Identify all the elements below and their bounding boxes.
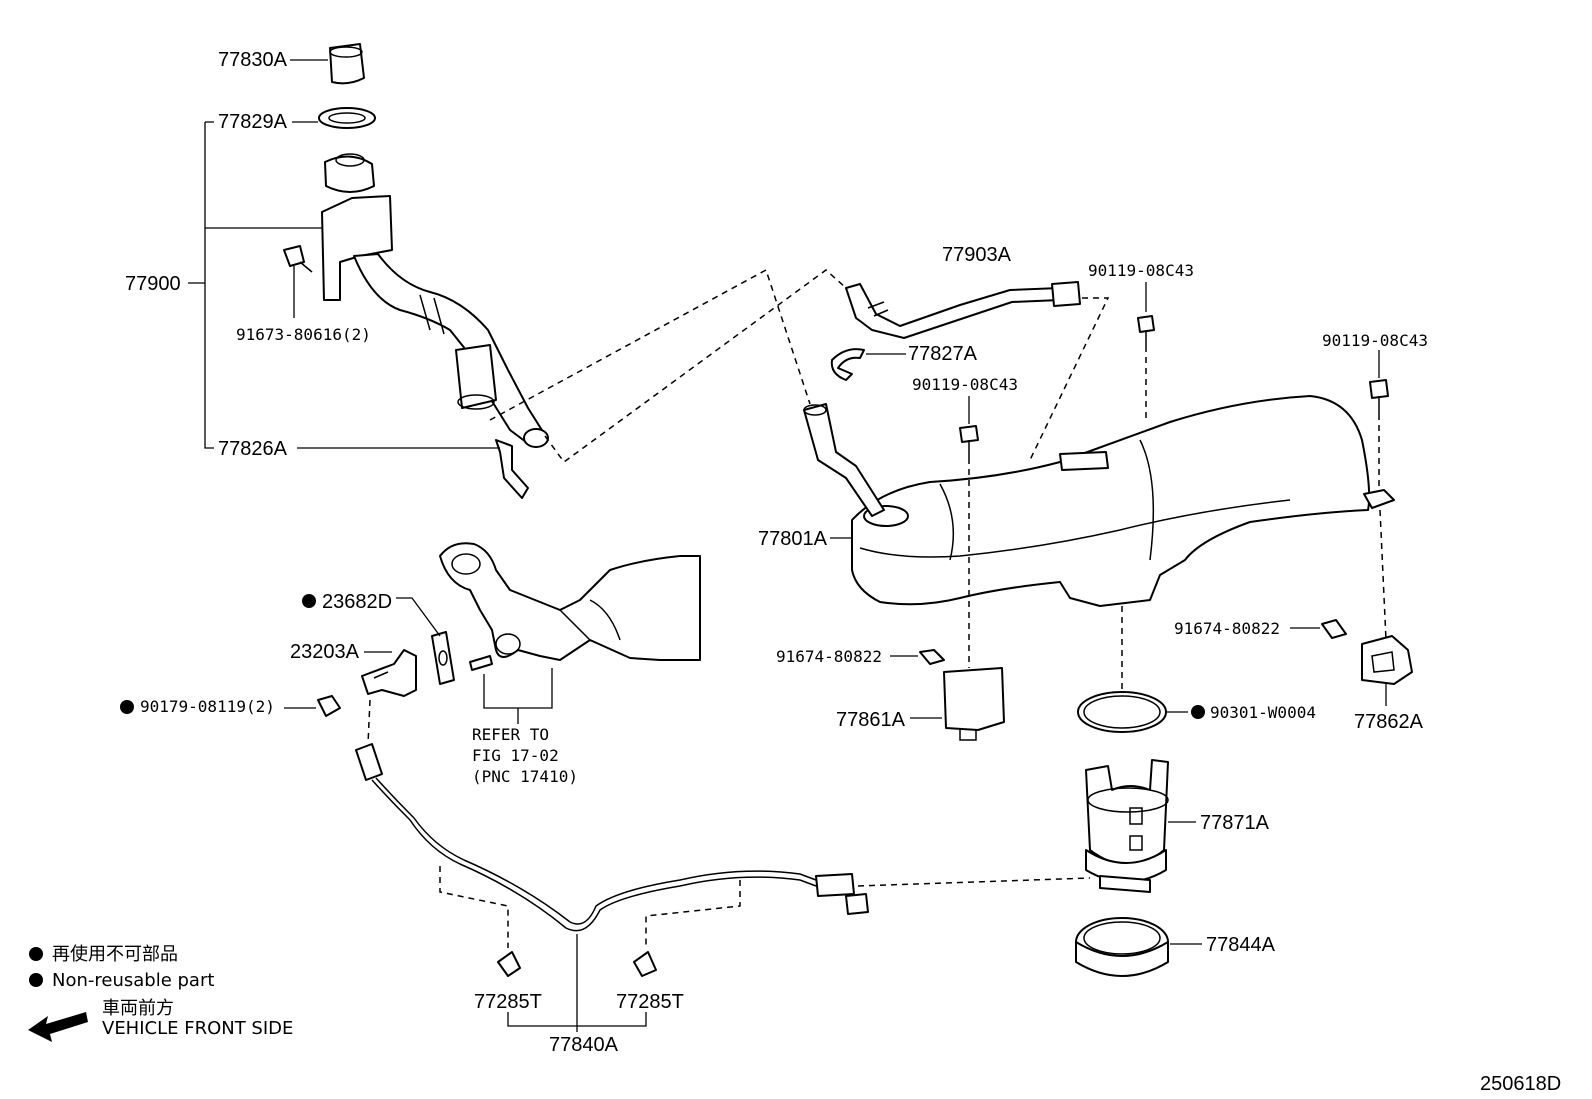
label-77801A: 77801A [758,528,828,550]
label-91674-a: 91674-80822 [776,647,882,666]
fuel-pump-77871A [1085,759,1169,893]
bracket-77862A [1361,635,1413,685]
label-90301: 90301-W0004 [1210,703,1316,722]
legend-jp-front: 車両前方 [102,998,174,1019]
bolt-91674-b [1321,619,1347,639]
bolt-91673 [283,245,313,273]
gasket-90301 [1077,691,1167,733]
sensor-23203A [361,649,417,697]
label-77861A: 77861A [836,709,906,731]
label-77862A: 77862A [1354,711,1424,733]
bracket-77826A [495,439,529,499]
bolt-91674-a [919,649,945,665]
label-77285T-a: 77285T [474,991,542,1013]
nut-90179 [317,695,341,717]
label-77285T-b: 77285T [616,991,684,1013]
protector-77861A [943,667,1005,741]
label-77900: 77900 [125,273,181,295]
clamp-77827A [830,348,865,381]
fuel-tank-77801A [851,395,1395,607]
bolt-90119-c [1369,379,1389,414]
label-23203A: 23203A [290,641,360,663]
label-91674-b: 91674-80822 [1174,619,1280,638]
label-77827A: 77827A [908,343,978,365]
stud-bolt [469,655,493,671]
legend-dot-en [29,973,43,987]
filler-pipe-77900 [321,153,549,448]
legend-en-front: VEHICLE FRONT SIDE [102,1018,293,1039]
legend-en-nonreusable: Non-reusable part [52,970,214,991]
label-77826A: 77826A [218,438,288,460]
nonreusable-dot-23682D [302,594,316,608]
hose-77903A [845,281,1081,339]
gasket-77829A [318,107,376,129]
refer-line2: FIG 17-02 [472,746,559,765]
legend-dot-jp [29,947,43,961]
gasket-23682D [431,631,455,685]
legend-jp-nonreusable: 再使用不可部品 [52,944,178,965]
label-90119-a: 90119-08C43 [1088,261,1194,280]
clip-77285T-a [497,951,521,977]
bolt-90119-a [1137,315,1155,346]
exhaust-pipe [439,542,701,661]
label-23682D: 23682D [322,591,392,613]
refer-line3: (PNC 17410) [472,767,578,786]
label-77840A: 77840A [549,1034,619,1056]
label-77844A: 77844A [1206,934,1276,956]
label-90119-b: 90119-08C43 [912,375,1018,394]
label-77830A: 77830A [218,49,288,71]
refer-line1: REFER TO [472,725,549,744]
retainer-ring-77844A [1075,917,1169,977]
vent-tube [803,403,885,517]
front-arrow-icon [28,1012,88,1042]
label-90119-c: 90119-08C43 [1322,331,1428,350]
diagram-id: 250618D [1480,1073,1561,1095]
clip-77285T-b [633,951,657,977]
bolt-90119-b [959,425,979,458]
label-91673: 91673-80616(2) [236,325,371,344]
label-77903A: 77903A [942,244,1012,266]
label-77871A: 77871A [1200,812,1270,834]
fuel-cap-77830A [329,43,365,85]
nonreusable-dot-90301 [1191,705,1205,719]
nonreusable-dot-90179 [120,700,134,714]
label-77829A: 77829A [218,111,288,133]
label-90179: 90179-08119(2) [140,697,275,716]
wire-harness-77840A [355,743,869,932]
